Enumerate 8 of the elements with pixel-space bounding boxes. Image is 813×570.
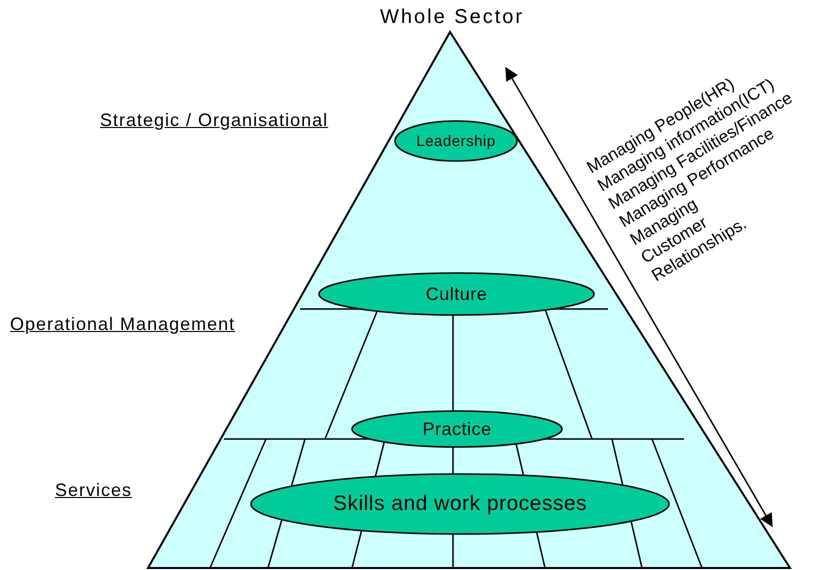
ellipse-label: Leadership <box>416 132 496 150</box>
level-label: Strategic / Organisational <box>100 110 328 131</box>
ellipse-label: Practice <box>422 418 492 440</box>
ellipse-label: Skills and work processes <box>332 492 588 516</box>
ellipse-label: Culture <box>426 284 488 304</box>
pyramid-title: Whole Sector <box>380 6 524 29</box>
level-label: Operational Management <box>10 314 236 335</box>
level-label: Services <box>55 480 132 501</box>
